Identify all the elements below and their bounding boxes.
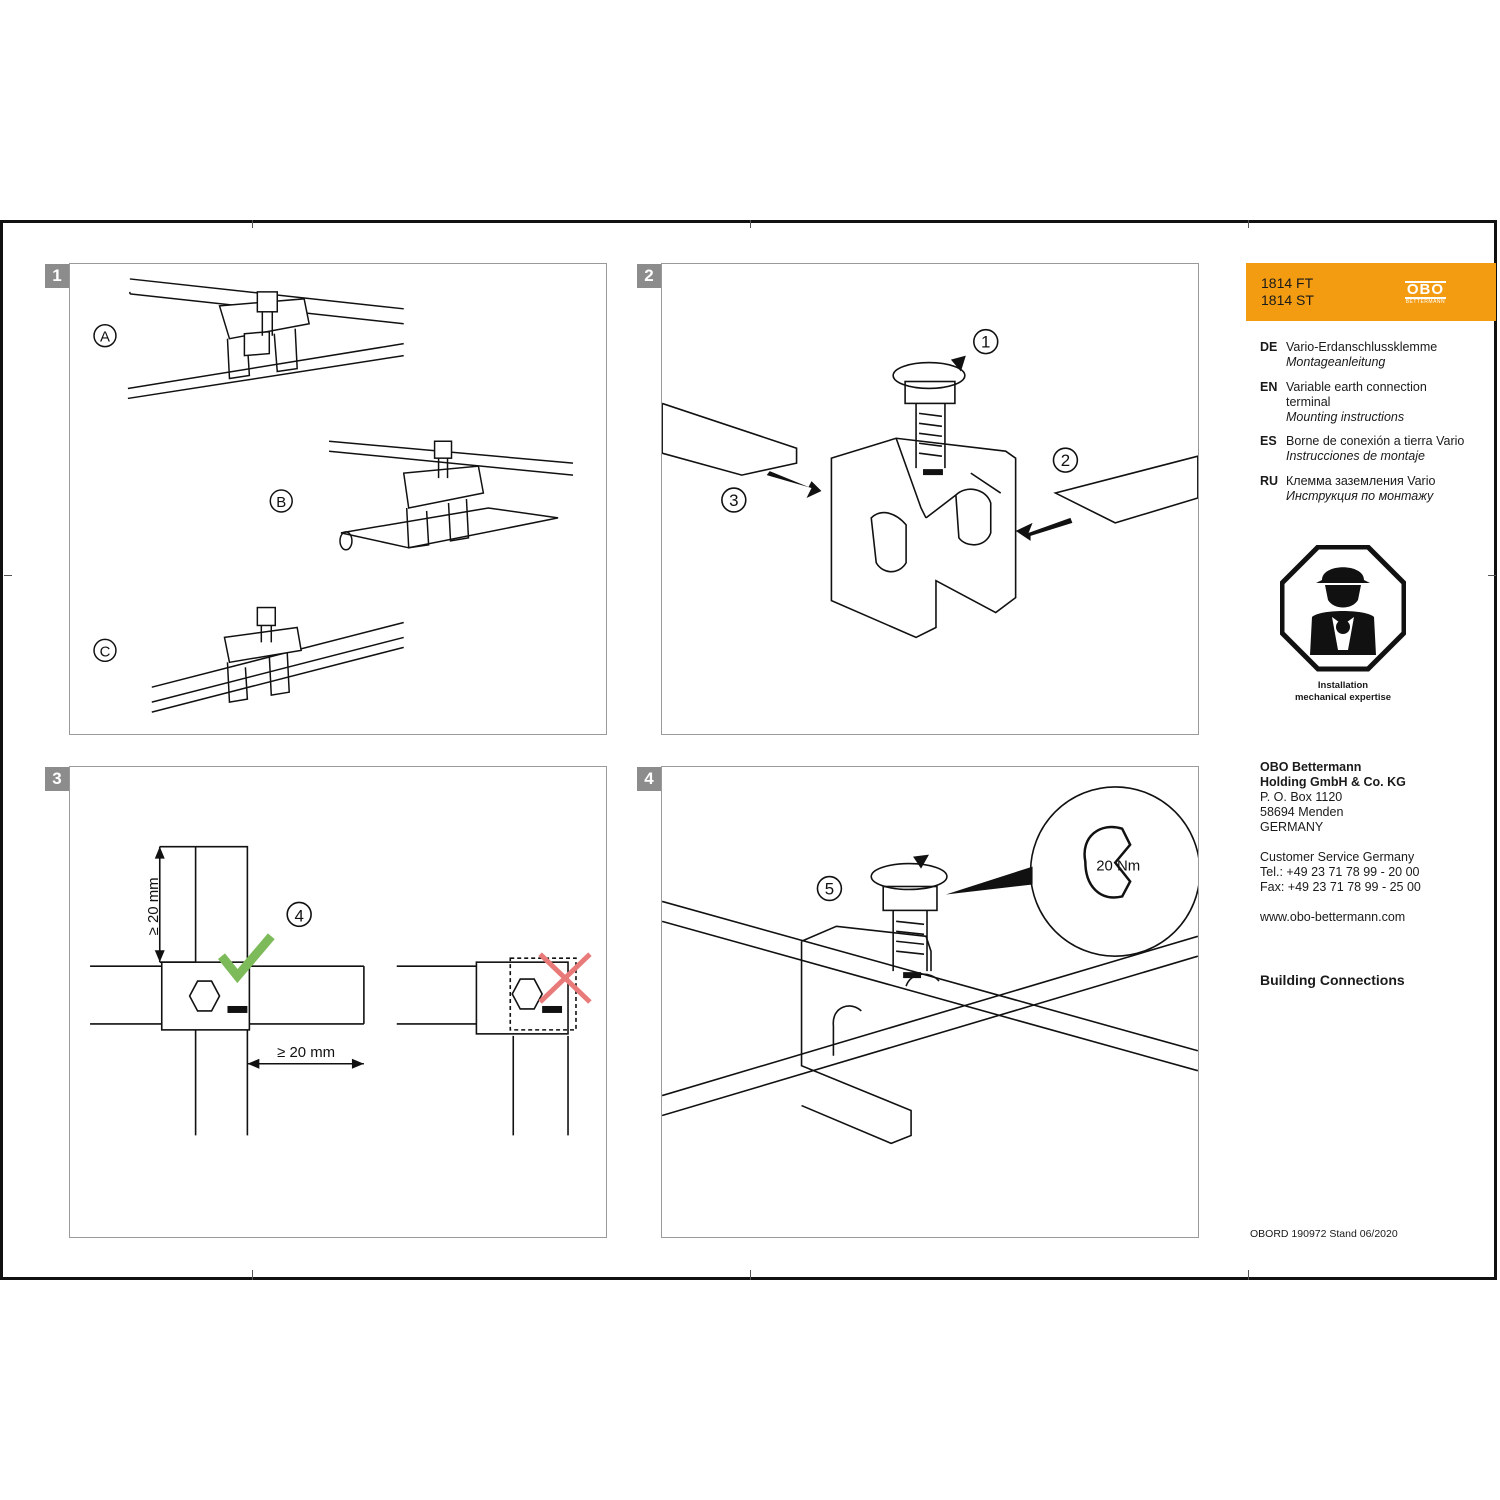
crop-mark bbox=[252, 1270, 253, 1280]
crop-mark bbox=[1488, 575, 1496, 576]
label-A: A bbox=[100, 329, 110, 346]
torque-value: 20 Nm bbox=[1096, 858, 1140, 875]
phone: Tel.: +49 23 71 78 99 - 20 00 bbox=[1260, 865, 1420, 879]
installer-pictogram-icon bbox=[1279, 544, 1407, 672]
company-address: OBO Bettermann Holding GmbH & Co. KG P. … bbox=[1260, 760, 1490, 925]
label-B: B bbox=[276, 494, 286, 511]
step-3-illustration: 4 ≥ 20 mm ≥ 20 mm bbox=[90, 845, 592, 1136]
label-step-4: 4 bbox=[294, 906, 303, 925]
step-4-panel: 5 20 Nm bbox=[661, 766, 1199, 1238]
step-number-1: 1 bbox=[45, 264, 69, 288]
crop-mark bbox=[750, 220, 751, 228]
crop-mark bbox=[750, 1270, 751, 1280]
website-link[interactable]: www.obo-bettermann.com bbox=[1260, 910, 1406, 924]
product-header: 1814 FT 1814 ST OBO BETTERMANN bbox=[1246, 263, 1496, 321]
dim-horizontal: ≥ 20 mm bbox=[277, 1044, 335, 1061]
step-2-illustration: 1 2 3 bbox=[662, 328, 1198, 639]
installer-caption: Installation mechanical expertise bbox=[1294, 680, 1392, 703]
step-1-illustration: A B C bbox=[93, 278, 574, 713]
document-reference: OBORD 190972 Stand 06/2020 bbox=[1250, 1228, 1398, 1240]
product-code-2: 1814 ST bbox=[1261, 292, 1314, 308]
step-2-panel: 1 2 3 bbox=[661, 263, 1199, 735]
document-frame bbox=[0, 220, 1497, 1280]
fax: Fax: +49 23 71 78 99 - 25 00 bbox=[1260, 880, 1421, 894]
label-step-2: 2 bbox=[1061, 451, 1070, 470]
tagline: Building Connections bbox=[1260, 972, 1405, 988]
label-C: C bbox=[100, 643, 111, 660]
service-label: Customer Service Germany bbox=[1260, 850, 1415, 864]
dim-vertical: ≥ 20 mm bbox=[145, 877, 162, 935]
installer-badge: Installation mechanical expertise bbox=[1279, 544, 1407, 703]
step-number-3: 3 bbox=[45, 767, 69, 791]
step-1-panel: A B C bbox=[69, 263, 607, 735]
product-code-1: 1814 FT bbox=[1261, 275, 1314, 291]
obo-logo: OBO BETTERMANN bbox=[1404, 281, 1446, 305]
crop-mark bbox=[4, 575, 12, 576]
label-step-3: 3 bbox=[729, 491, 738, 510]
step-4-illustration: 5 20 Nm bbox=[662, 786, 1198, 1145]
label-step-5: 5 bbox=[825, 879, 834, 898]
step-number-2: 2 bbox=[637, 264, 661, 288]
step-3-panel: 4 ≥ 20 mm ≥ 20 mm bbox=[69, 766, 607, 1238]
crop-mark bbox=[252, 220, 253, 228]
crop-mark bbox=[1248, 220, 1249, 228]
step-number-4: 4 bbox=[637, 767, 661, 791]
label-step-1: 1 bbox=[981, 333, 990, 352]
crop-mark bbox=[1248, 1270, 1249, 1280]
